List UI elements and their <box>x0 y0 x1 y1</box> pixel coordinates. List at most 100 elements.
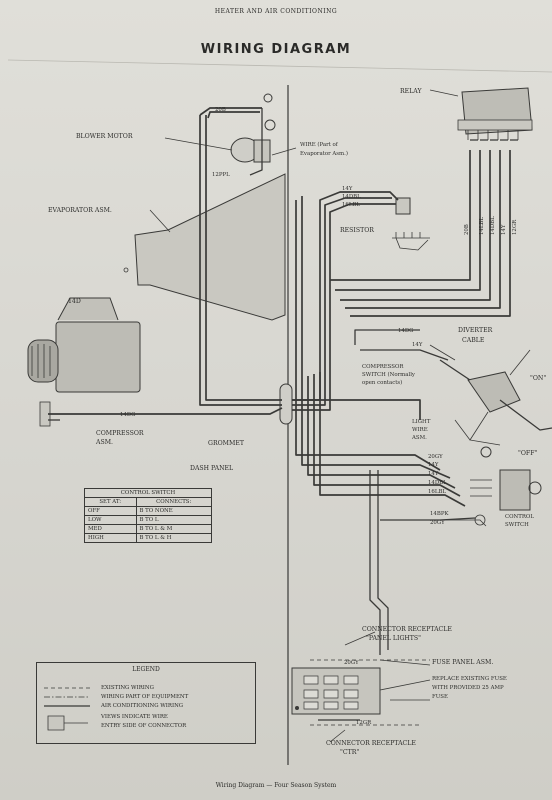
wire-part-label: WIRE (Part of <box>300 141 339 148</box>
evaporator-label: EVAPORATOR ASM. <box>48 207 112 214</box>
evaporator <box>134 173 286 321</box>
table-row: HIGH B TO L & H <box>84 533 212 543</box>
control-switch <box>440 446 542 527</box>
wire-code-14d: 14D <box>68 298 81 305</box>
compressor-switch-label-2: SWITCH (Normally <box>362 371 416 378</box>
table-row: MED B TO L & M <box>84 524 212 534</box>
compressor-switch-label: COMPRESSOR <box>362 364 404 370</box>
conn-ctr-label-2: "CTR" <box>340 749 359 756</box>
table-cell: OFF <box>84 506 137 516</box>
blower-motor-label: BLOWER MOTOR <box>76 133 133 140</box>
wire-code-20gy-b: 20GY <box>430 520 445 526</box>
grommet-label: GROMMET <box>208 440 245 447</box>
wire-code-14y-c: 14Y <box>428 462 439 468</box>
footer-caption: Wiring Diagram — Four Season System <box>215 782 337 789</box>
page-fold-line <box>7 59 552 73</box>
wire-code-14dbl-c: 14DBL <box>428 480 447 486</box>
legend-samples <box>44 687 90 731</box>
diagram-title: WIRING DIAGRAM <box>200 42 352 57</box>
legend-item: WIRING PART OF EQUIPMENT <box>101 694 189 700</box>
table-cell: B TO L <box>135 515 212 525</box>
wire-code-12ppl: 12PPL <box>212 172 230 178</box>
table-cell: B TO L & M <box>135 524 212 534</box>
wire-code-20gy: 20GY <box>428 454 443 460</box>
legend-item: VIEWS INDICATE WIRE <box>101 714 168 720</box>
table-row: OFF B TO NONE <box>84 506 212 516</box>
conn-panel-label-2: "PANEL LIGHTS" <box>366 635 421 642</box>
control-table-title: CONTROL SWITCH <box>84 488 212 498</box>
table-cell: LOW <box>84 515 137 525</box>
wire-code-12gr: 12GR <box>356 720 372 726</box>
wire-code-14y-b: 14Y <box>412 342 423 348</box>
blower-motor <box>230 93 276 163</box>
fuse-panel-label: FUSE PANEL ASM. <box>432 659 493 666</box>
control-table-header-connects: CONNECTS: <box>135 497 212 507</box>
control-switch-label: CONTROL <box>505 514 534 520</box>
light-wire-label-3: ASM. <box>411 435 427 441</box>
table-cell: B TO NONE <box>135 506 212 516</box>
light-wire-label-2: WIRE <box>412 427 428 433</box>
replace-fuse-label-3: FUSE <box>432 694 448 700</box>
compressor-asm-label-2: ASM. <box>95 439 113 446</box>
replace-fuse-label: REPLACE EXISTING FUSE <box>432 676 507 682</box>
wire-code-14dbl: 14DBL <box>342 194 361 200</box>
wire-part-label-2: Evaporator Asm.) <box>300 150 348 157</box>
table-cell: B TO L & H <box>135 533 212 543</box>
diverter-label: DIVERTER <box>458 327 493 334</box>
light-wire-leader <box>454 419 471 441</box>
section-header: HEATER AND AIR CONDITIONING <box>214 8 338 15</box>
control-switch-table: CONTROL SWITCH SET AT: CONNECTS: OFF B T… <box>84 488 212 543</box>
table-row: LOW B TO L <box>84 515 212 525</box>
relay-wire-14y: 14Y <box>501 224 507 235</box>
relay-wire-12gr: 12GR <box>512 219 518 235</box>
light-wire-label: LIGHT <box>412 419 431 425</box>
diverter-switch <box>439 349 552 446</box>
legend-item: ENTRY SIDE OF CONNECTOR <box>101 723 187 729</box>
legend-item: EXISTING WIRING <box>101 685 154 691</box>
relay-wire-20b: 20B <box>464 224 470 235</box>
replace-fuse-label-2: WITH PROVIDED 25 AMP <box>432 685 504 691</box>
diverter-label-2: CABLE <box>462 337 485 344</box>
relay-wire-14dbl: 14DBL <box>490 216 496 235</box>
conn-panel-label: CONNECTOR RECEPTACLE <box>362 626 452 633</box>
wire-code-20b: 20B <box>215 107 226 113</box>
fuse-panel-leaders <box>310 631 431 743</box>
relay-leader <box>429 89 459 97</box>
legend-item: AIR CONDITIONING WIRING <box>101 703 184 709</box>
table-cell: HIGH <box>84 533 137 543</box>
table-cell: MED <box>84 524 137 534</box>
fuse-panel <box>291 667 381 715</box>
off-position-label: "OFF" <box>518 450 538 457</box>
wire-code-14dg-b: 14DG <box>398 328 414 334</box>
control-table-header-set: SET AT: <box>84 497 137 507</box>
wire-code-14y: 14Y <box>342 186 353 192</box>
legend-box: LEGEND EXISTING WIRING WIRING PART OF EQ… <box>36 662 256 744</box>
compressor-switch-label-3: open contacts) <box>362 379 402 386</box>
resistor <box>392 197 430 251</box>
wire-code-14dg: 14DG <box>120 412 136 418</box>
blower-leader <box>164 137 233 151</box>
on-position-label: "ON" <box>530 375 546 382</box>
wire-code-14y-d: 14Y <box>428 471 439 477</box>
dash-panel-label: DASH PANEL <box>190 465 233 472</box>
compressor <box>27 297 141 427</box>
control-switch-label-2: SWITCH <box>505 522 529 528</box>
grommet <box>279 383 293 425</box>
compressor-asm-label: COMPRESSOR <box>96 430 144 437</box>
wire-code-16lbl-c: 16LBL <box>428 489 446 495</box>
legend-title: LEGEND <box>132 666 160 673</box>
evaporator-leader <box>149 209 171 233</box>
relay <box>457 87 533 141</box>
relay-label: RELAY <box>400 88 423 95</box>
wire-code-16lbl: 16LBL <box>342 202 360 208</box>
resistor-label: RESISTOR <box>340 227 374 234</box>
diverter-leader <box>429 344 456 361</box>
wire-part-leader <box>271 147 297 156</box>
wire-code-14bpk: 14BPK <box>430 511 449 517</box>
wire-code-20gy-c: 20GY <box>344 660 359 666</box>
conn-ctr-label: CONNECTOR RECEPTACLE <box>326 740 416 747</box>
wire-harness <box>48 107 511 655</box>
relay-wire-14lbl: 14LBL <box>479 217 485 235</box>
